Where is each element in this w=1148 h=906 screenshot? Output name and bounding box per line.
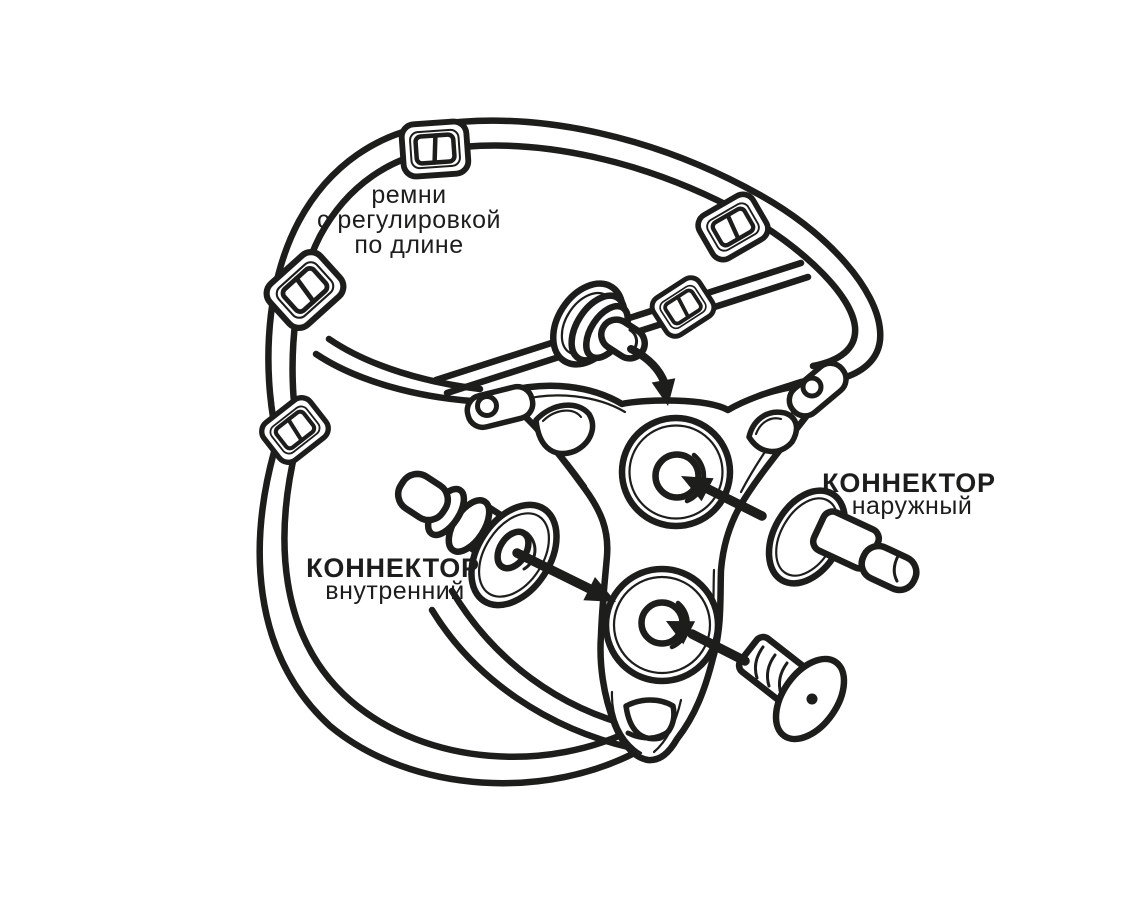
screw-rib — [766, 653, 777, 688]
waist-strap-outer-edge — [265, 117, 884, 446]
hub-right-window-inner-line — [754, 417, 783, 436]
inner-connector-washer-inner-line — [477, 512, 551, 598]
screw-connector-arrow-shaft — [687, 629, 750, 666]
outer-connector-label-title: КОННЕКТОР — [822, 468, 996, 498]
outer-connector-part — [765, 487, 920, 594]
left-rivet-tab — [464, 383, 536, 431]
adjustment-buckle-upper-right — [694, 190, 773, 264]
upper-ring-hole — [652, 451, 702, 501]
leg-strap-outer-edge-1 — [256, 448, 646, 787]
strap-through-slot — [625, 728, 672, 741]
inner-connector-label-title: КОННЕКТОР — [306, 553, 480, 583]
hub-bottom-slot — [623, 697, 677, 742]
straps-label-line3: по длине — [354, 231, 463, 259]
leg-strap-outer-edge-2 — [281, 444, 640, 760]
labels: ремни с регулировкой по длине КОННЕКТОР … — [306, 181, 996, 605]
strap-branch-lower-edge — [312, 350, 476, 405]
straps-label-line1: ремни — [371, 181, 446, 209]
top-plug-connector — [550, 280, 648, 368]
right-rivet-tab — [786, 360, 849, 419]
hub-inner-line — [610, 690, 643, 755]
insertion-arrows — [512, 345, 767, 666]
inner-connector-arrow-head — [583, 577, 616, 602]
outer-connector-tip — [858, 542, 920, 594]
inner-hole-crescent — [522, 531, 537, 571]
screw-connector-arrow-head — [666, 621, 696, 645]
screw-rib — [754, 645, 765, 680]
upper-connector-ring — [618, 414, 734, 530]
outer-connector-label-subtitle: наружный — [852, 492, 973, 520]
adjustment-buckle-right — [648, 274, 718, 341]
inner-connector-arrow-shaft — [512, 548, 597, 595]
leg-strap-inner-edge-1 — [428, 606, 636, 752]
straps-label-line2: с регулировкой — [317, 206, 501, 234]
hub-left-window-inner-line — [541, 409, 583, 423]
inner-connector-label-subtitle: внутренний — [325, 577, 464, 605]
outer-connector-arrow-shaft — [699, 482, 767, 521]
hub-plate — [464, 360, 849, 764]
hub-left-wing-window — [533, 402, 596, 457]
lower-connector-ring — [602, 565, 722, 685]
ink-layer: ремни с регулировкой по длине КОННЕКТОР … — [256, 117, 996, 787]
top-plug-arrow-head — [651, 378, 676, 406]
leg-strap-inner-edge-2 — [448, 587, 640, 731]
adjustment-buckle-left — [261, 247, 349, 334]
inner-connector-tip — [394, 470, 452, 524]
screw-head-dot — [806, 693, 818, 705]
adjustment-buckle-top — [401, 121, 469, 178]
leg-straps — [256, 444, 646, 787]
lower-ring-inner-line — [612, 575, 712, 675]
upper-ring-inner-line — [628, 424, 724, 520]
left-rivet — [475, 394, 499, 418]
right-rivet — [800, 375, 824, 399]
strap-branch-upper-edge — [325, 335, 484, 393]
screw-connector-part — [735, 633, 848, 743]
hub-right-wing-window — [746, 409, 800, 455]
outer-connector-tip-line — [892, 554, 900, 583]
outer-connector-arrow-head — [681, 476, 714, 502]
